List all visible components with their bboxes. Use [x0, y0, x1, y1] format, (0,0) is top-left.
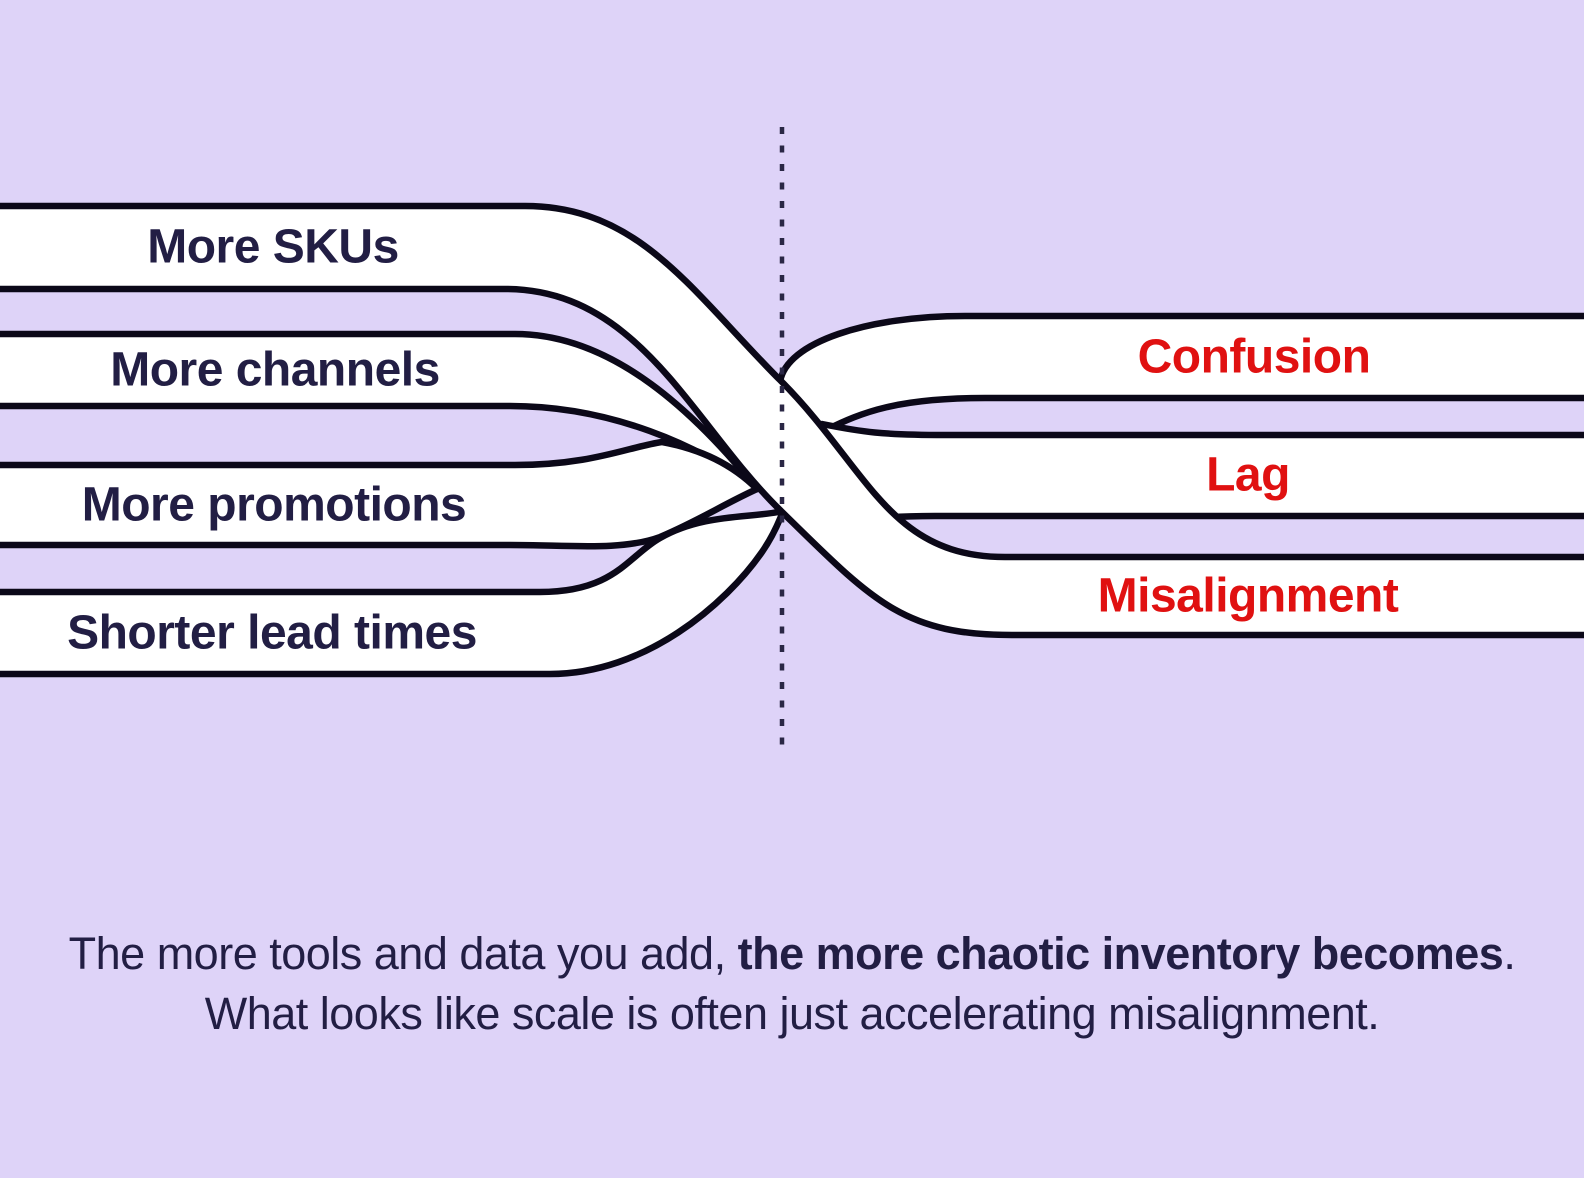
caption: The more tools and data you add, the mor… — [0, 924, 1584, 1044]
caption-line1-regular: The more tools and data you add, — [68, 928, 738, 979]
label-more-channels: More channels — [110, 344, 440, 397]
label-misalignment: Misalignment — [1098, 570, 1399, 623]
label-lag: Lag — [1206, 449, 1290, 502]
ribbon-more-skus-to-misalignment — [0, 202, 1584, 639]
ribbon-shorter-lead-times-to-confusion — [0, 312, 1584, 678]
label-confusion: Confusion — [1138, 331, 1371, 384]
ribbon-lag — [812, 420, 1584, 535]
caption-line1-bold: the more chaotic inventory becomes — [737, 928, 1504, 979]
label-more-promotions: More promotions — [82, 479, 467, 532]
caption-line-2: What looks like scale is often just acce… — [204, 988, 1380, 1039]
caption-line-1: The more tools and data you add, the mor… — [0, 924, 1584, 984]
label-more-skus: More SKUs — [147, 221, 399, 274]
label-shorter-lead-times: Shorter lead times — [67, 607, 477, 660]
caption-line1-period: . — [1503, 928, 1516, 979]
